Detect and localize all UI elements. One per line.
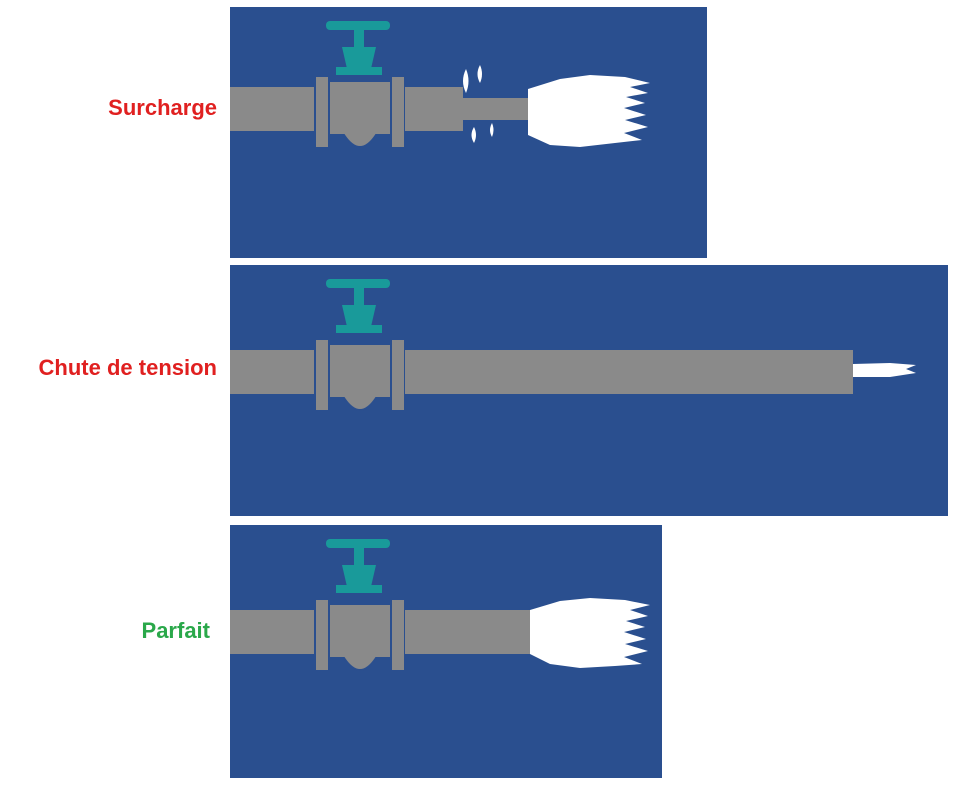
water-jet <box>853 363 916 377</box>
valve-icon <box>326 279 390 333</box>
surcharge-panel <box>230 7 707 258</box>
scenario-label-parfait: Parfait <box>141 618 210 643</box>
chute-de-tension-panel <box>230 265 948 516</box>
pipe-assembly <box>230 338 853 412</box>
water-jet <box>530 598 650 668</box>
valve-icon <box>326 21 390 75</box>
pipe-assembly <box>230 598 530 672</box>
parfait-panel <box>230 525 662 778</box>
pipe-assembly <box>230 75 528 149</box>
panel-background <box>230 7 707 258</box>
scenario-label-chute-de-tension: Chute de tension <box>38 355 217 380</box>
water-jet <box>463 65 650 147</box>
valve-icon <box>326 539 390 593</box>
scenario-label-surcharge: Surcharge <box>108 95 217 120</box>
